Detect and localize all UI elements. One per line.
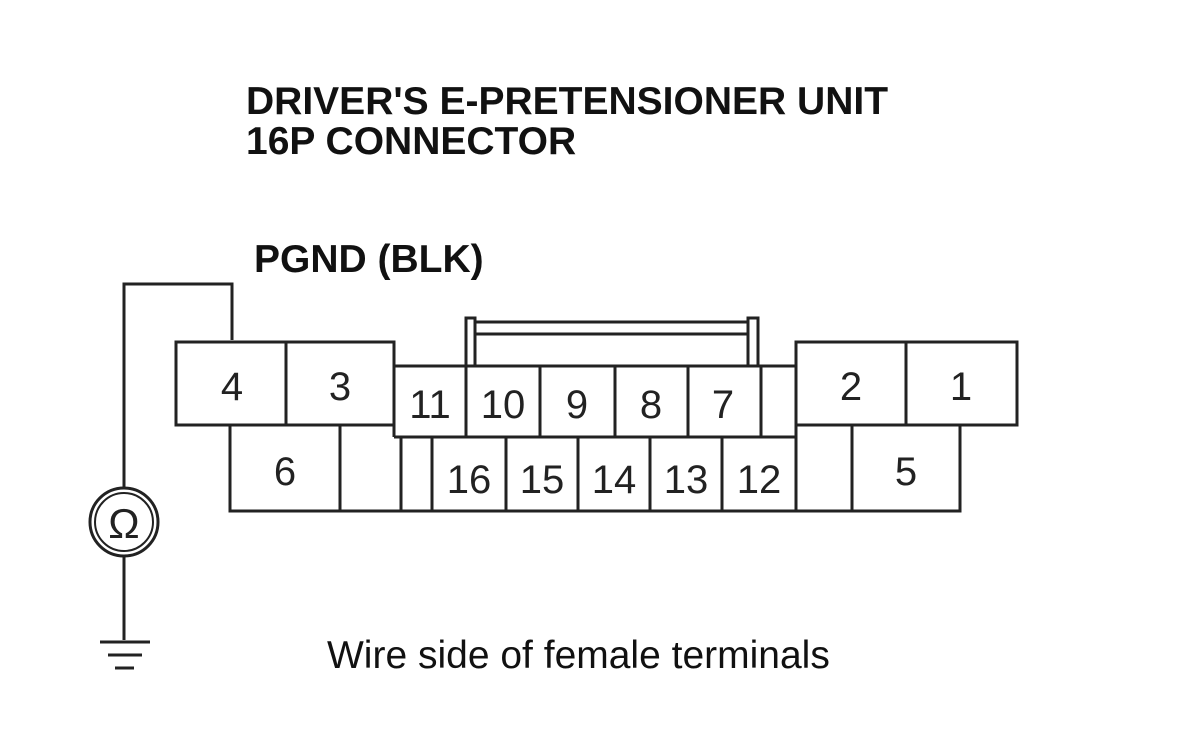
terminal-8: 8 (640, 383, 662, 427)
terminal-3: 3 (329, 365, 351, 409)
terminal-7: 7 (712, 383, 734, 427)
diagram-caption: Wire side of female terminals (327, 634, 830, 677)
title-line-2: 16P CONNECTOR (246, 120, 577, 163)
pgnd-label: PGND (BLK) (254, 238, 484, 281)
ground-icon (100, 640, 150, 670)
terminal-14: 14 (592, 458, 637, 502)
terminal-5: 5 (895, 450, 917, 494)
ohm-symbol: Ω (108, 500, 139, 547)
ohmmeter-icon: Ω (88, 486, 160, 558)
terminal-13: 13 (664, 458, 709, 502)
connector-outline (122, 282, 1019, 640)
terminal-9: 9 (566, 383, 588, 427)
terminal-15: 15 (520, 458, 565, 502)
terminal-11: 11 (409, 383, 451, 427)
terminal-4: 4 (221, 365, 243, 409)
title-line-1: DRIVER'S E-PRETENSIONER UNIT (246, 80, 889, 123)
terminal-numbers: 4 3 11 10 9 8 7 2 1 6 16 15 14 13 12 5 (221, 365, 972, 502)
probe-wire (122, 282, 234, 488)
latch-right-post (746, 316, 760, 366)
terminal-12: 12 (737, 458, 782, 502)
terminal-2: 2 (840, 365, 862, 409)
latch-left-post (464, 316, 477, 366)
terminal-1: 1 (950, 365, 972, 409)
terminal-10: 10 (481, 383, 526, 427)
diagram-title: DRIVER'S E-PRETENSIONER UNIT 16P CONNECT… (246, 82, 888, 162)
terminal-16: 16 (447, 458, 492, 502)
terminal-6: 6 (274, 450, 296, 494)
